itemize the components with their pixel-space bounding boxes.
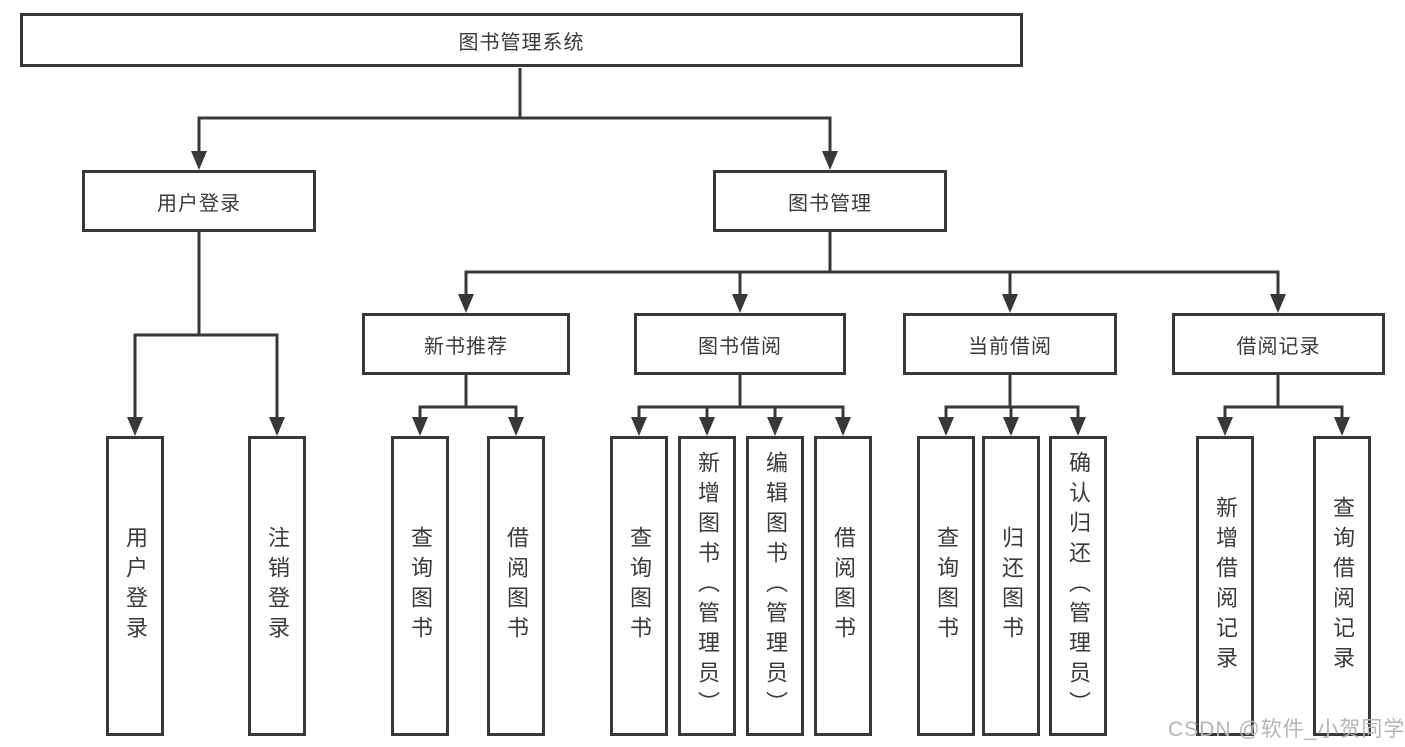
csdn-watermark: CSDN @软件_小贺同学 bbox=[1168, 718, 1405, 741]
leaf-add-borrow-record: 新增借阅记录 bbox=[1196, 436, 1254, 736]
arrowhead-icon bbox=[191, 151, 207, 170]
arrowhead-icon bbox=[631, 417, 647, 436]
arrowhead-icon bbox=[458, 294, 474, 313]
leaf-borrow-books: 借阅图书 bbox=[487, 436, 545, 736]
arrowhead-icon bbox=[1003, 417, 1019, 436]
leaf-edit-books-admin: 编辑图书（管理员） bbox=[746, 436, 804, 736]
leaf-query-books: 查询图书 bbox=[917, 436, 975, 736]
arrowhead-icon bbox=[767, 417, 783, 436]
arrowhead-icon bbox=[699, 417, 715, 436]
leaf-query-books: 查询图书 bbox=[391, 436, 449, 736]
node-new-book-recommendation: 新书推荐 bbox=[362, 313, 570, 375]
node-book-borrowing: 图书借阅 bbox=[634, 313, 846, 375]
leaf-add-books-admin: 新增图书（管理员） bbox=[678, 436, 736, 736]
connector-user-login-subtree bbox=[133, 232, 279, 419]
connector-new-book-subtree bbox=[418, 375, 518, 419]
node-borrowing-records: 借阅记录 bbox=[1172, 313, 1385, 375]
node-book-management: 图书管理 bbox=[713, 170, 947, 232]
node-library-management-system: 图书管理系统 bbox=[20, 13, 1023, 67]
arrowhead-icon bbox=[508, 417, 524, 436]
connector-book-management-to-level3 bbox=[464, 232, 1280, 295]
arrowhead-icon bbox=[1270, 294, 1286, 313]
connector-borrow-records-subtree bbox=[1223, 375, 1344, 419]
arrowhead-icon bbox=[1070, 417, 1086, 436]
node-user-login: 用户登录 bbox=[82, 170, 316, 232]
leaf-return-books: 归还图书 bbox=[982, 436, 1040, 736]
arrowhead-icon bbox=[822, 151, 838, 170]
leaf-query-books: 查询图书 bbox=[610, 436, 668, 736]
connector-root-to-level2 bbox=[197, 116, 832, 152]
arrowhead-icon bbox=[412, 417, 428, 436]
arrowhead-icon bbox=[732, 294, 748, 313]
leaf-confirm-return-admin: 确认归还（管理员） bbox=[1049, 436, 1107, 736]
arrowhead-icon bbox=[127, 417, 143, 436]
leaf-user-login: 用户登录 bbox=[106, 436, 164, 736]
arrowhead-icon bbox=[269, 417, 285, 436]
arrowhead-icon bbox=[1334, 417, 1350, 436]
arrowhead-icon bbox=[1002, 294, 1018, 313]
arrowhead-icon bbox=[938, 417, 954, 436]
connector-current-borrow-subtree bbox=[944, 375, 1080, 419]
leaf-borrow-books: 借阅图书 bbox=[814, 436, 872, 736]
arrowhead-icon bbox=[1217, 417, 1233, 436]
arrowhead-icon bbox=[835, 417, 851, 436]
connector-book-borrow-subtree bbox=[637, 375, 845, 419]
leaf-logout: 注销登录 bbox=[248, 436, 306, 736]
leaf-query-borrow-record: 查询借阅记录 bbox=[1313, 436, 1371, 736]
node-current-borrowing: 当前借阅 bbox=[903, 313, 1117, 375]
